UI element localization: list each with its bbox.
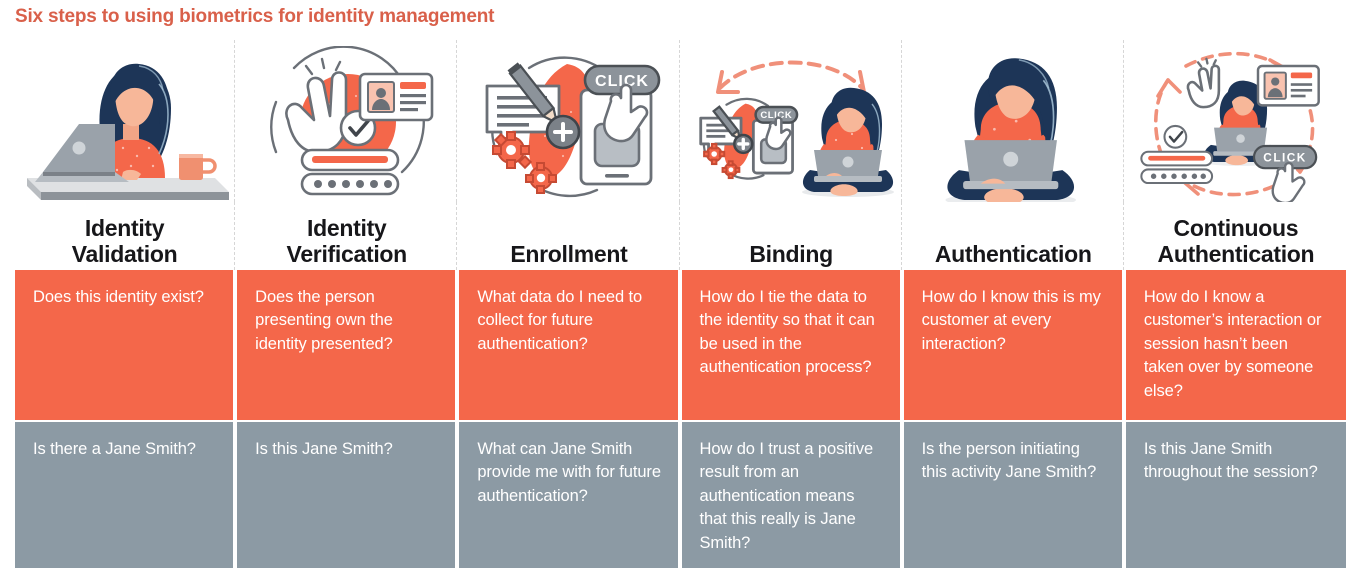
woman-at-desk-with-laptop-icon xyxy=(26,63,229,200)
illustration-cell xyxy=(903,40,1124,202)
step-column-binding: CLICK xyxy=(681,40,902,568)
grey-question-text: Is this Jane Smith throughout the sessio… xyxy=(1143,440,1318,482)
grey-question-cell: Is there a Jane Smith? xyxy=(15,420,236,568)
steps-grid: Identity Validation Does this identity e… xyxy=(15,40,1346,568)
step-header-line1: Identity xyxy=(307,214,387,241)
orange-question-text: How do I tie the data to the identity so… xyxy=(699,288,875,377)
step-header-label: Enrollment xyxy=(510,241,627,267)
grey-question-text: What can Jane Smith provide me with for … xyxy=(477,440,661,505)
orange-question-text: What data do I need to collect for futur… xyxy=(477,288,643,353)
grey-question-cell: Is this Jane Smith? xyxy=(237,420,458,568)
step-header-line2: Verification xyxy=(286,240,408,267)
orange-question-cell: How do I know a customer’s interaction o… xyxy=(1125,270,1346,420)
step-header-label: Continuous Authentication xyxy=(1158,215,1315,267)
step-header-line1: Continuous xyxy=(1173,214,1299,241)
step-header-line2: Authentication xyxy=(934,240,1092,267)
step-header-label: Binding xyxy=(749,241,833,267)
orange-question-cell: What data do I need to collect for futur… xyxy=(459,270,680,420)
orange-question-text: How do I know a customer’s interaction o… xyxy=(1143,288,1322,400)
enrollment-linked-to-person-arrow-icon: CLICK xyxy=(699,60,895,197)
step-header-cell: Identity Verification xyxy=(237,202,458,270)
orange-question-cell: Does the person presenting own the ident… xyxy=(237,270,458,420)
click-label: CLICK xyxy=(1263,151,1307,165)
illustration-cell xyxy=(237,40,458,202)
grey-question-text: Is this Jane Smith? xyxy=(255,440,393,458)
step-column-identity-verification: Identity Verification Does the person pr… xyxy=(237,40,458,568)
step-header-cell: Identity Validation xyxy=(15,202,236,270)
step-header-label: Identity Verification xyxy=(286,214,408,267)
grey-question-text: Is there a Jane Smith? xyxy=(33,440,196,458)
orange-question-cell: Does this identity exist? xyxy=(15,270,236,420)
step-column-enrollment: CLICK xyxy=(459,40,680,568)
step-column-authentication: Authentication How do I know this is my … xyxy=(903,40,1124,568)
step-header-line2: Validation xyxy=(71,240,178,267)
step-header-label: Authentication xyxy=(935,241,1092,267)
illustration-cell xyxy=(15,40,236,202)
grey-question-cell: What can Jane Smith provide me with for … xyxy=(459,420,680,568)
step-column-identity-validation: Identity Validation Does this identity e… xyxy=(15,40,236,568)
step-header-cell: Enrollment xyxy=(459,202,680,270)
step-header-line1: Identity xyxy=(84,214,165,241)
orange-question-text: How do I know this is my customer at eve… xyxy=(921,288,1101,353)
step-header-line2: Authentication xyxy=(1157,240,1315,267)
step-column-continuous-authentication: CLICK xyxy=(1125,40,1346,568)
orange-question-text: Does this identity exist? xyxy=(33,288,204,306)
illustration-cell: CLICK xyxy=(1125,40,1346,202)
orange-question-cell: How do I tie the data to the identity so… xyxy=(681,270,902,420)
circular-authentication-cycle-icon: CLICK xyxy=(1140,51,1320,202)
click-label: CLICK xyxy=(595,73,649,90)
grey-question-text: Is the person initiating this activity J… xyxy=(921,440,1097,482)
click-label: CLICK xyxy=(760,110,792,121)
step-header-line2: Binding xyxy=(749,240,833,267)
step-header-cell: Continuous Authentication xyxy=(1125,202,1346,270)
grey-question-cell: How do I trust a positive result from an… xyxy=(681,420,902,568)
grey-question-cell: Is the person initiating this activity J… xyxy=(903,420,1124,568)
form-pencil-click-gears-tablet-icon: CLICK xyxy=(485,56,661,198)
step-header-line2: Enrollment xyxy=(510,240,628,267)
grey-question-text: How do I trust a positive result from an… xyxy=(699,440,874,552)
step-header-label: Identity Validation xyxy=(72,215,178,267)
orange-question-text: Does the person presenting own the ident… xyxy=(255,288,393,353)
step-header-cell: Binding xyxy=(681,202,902,270)
grey-question-cell: Is this Jane Smith throughout the sessio… xyxy=(1125,420,1346,568)
seated-woman-with-laptop-icon xyxy=(945,58,1077,202)
illustration-cell: CLICK xyxy=(459,40,680,202)
illustration-cell: CLICK xyxy=(681,40,902,202)
hand-id-card-checkmark-icon xyxy=(269,46,434,196)
orange-question-cell: How do I know this is my customer at eve… xyxy=(903,270,1124,420)
step-header-cell: Authentication xyxy=(903,202,1124,270)
page-title: Six steps to using biometrics for identi… xyxy=(15,6,495,27)
